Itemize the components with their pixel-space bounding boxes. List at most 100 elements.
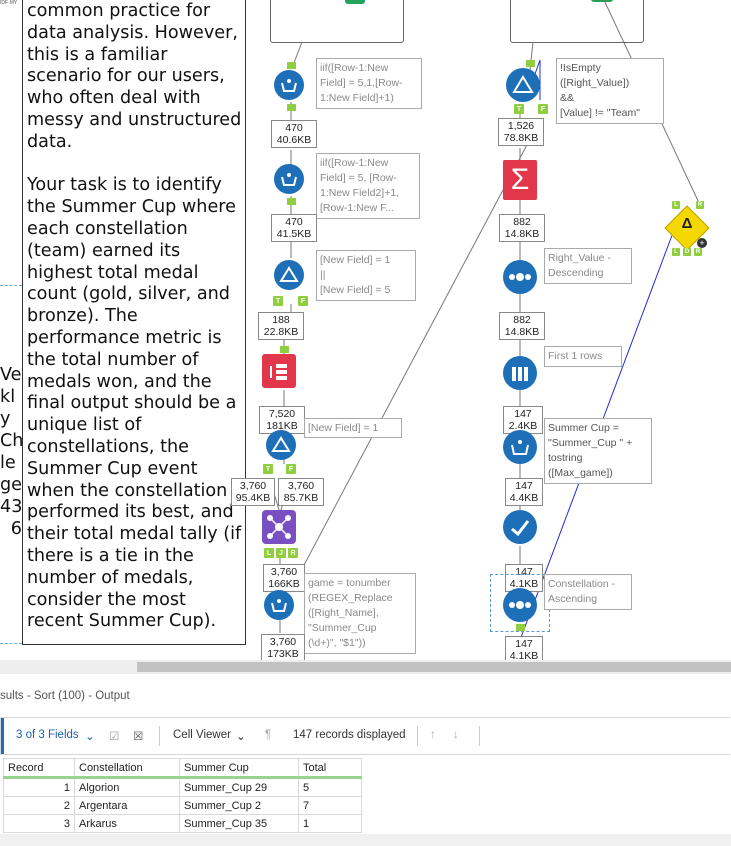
left-fragment: kl: [0, 387, 16, 407]
left-fragment: y: [0, 409, 11, 429]
column-header-total[interactable]: Total: [298, 758, 362, 779]
toolbar-separator: [479, 726, 480, 746]
formula-tool-icon[interactable]: [264, 590, 294, 620]
filter-annotation: [New Field] = 1 || [New Field] = 5: [316, 250, 416, 301]
summarize-tool-icon[interactable]: Σ: [503, 160, 537, 200]
tool-container[interactable]: [510, 0, 644, 43]
delta-icon: Δ: [681, 215, 693, 232]
left-anchor[interactable]: L: [672, 248, 680, 256]
formula-tool-icon[interactable]: [274, 70, 304, 100]
transpose-tool-icon[interactable]: [262, 354, 296, 388]
join-anchor[interactable]: J: [276, 548, 286, 558]
false-anchor[interactable]: F: [286, 464, 296, 474]
left-fragment: ge: [0, 475, 22, 495]
toolbar-separator: [159, 726, 160, 746]
tool-container[interactable]: [270, 0, 404, 43]
right-anchor[interactable]: R: [694, 248, 702, 256]
output-anchor[interactable]: [287, 104, 296, 111]
cell-total[interactable]: 7: [298, 796, 362, 815]
d-anchor[interactable]: D: [683, 248, 691, 256]
column-header-summer-cup[interactable]: Summer Cup: [179, 758, 299, 779]
left-anchor[interactable]: L: [672, 201, 680, 209]
false-anchor[interactable]: F: [538, 104, 548, 114]
true-anchor[interactable]: T: [273, 296, 283, 306]
formula-tool-icon[interactable]: [503, 430, 537, 464]
table-row[interactable]: 2 Argentara Summer_Cup 2 7: [3, 796, 362, 815]
column-header-constellation[interactable]: Constellation: [74, 758, 180, 779]
output-anchor[interactable]: [287, 198, 296, 205]
sort-tool-icon[interactable]: [503, 588, 537, 622]
left-anchor[interactable]: L: [264, 548, 274, 558]
chevron-down-icon[interactable]: ⌄: [85, 731, 95, 743]
row-number: 2: [3, 796, 75, 815]
results-panel: sults - Sort (100) - Output 3 of 3 Field…: [0, 674, 731, 846]
horizontal-scrollbar[interactable]: [0, 660, 731, 674]
formula-annotation: iif([Row-1:New Field] = 5, [Row- 1:New F…: [316, 153, 420, 219]
input-anchor[interactable]: [280, 346, 289, 353]
column-header-record[interactable]: Record: [3, 758, 75, 779]
arrow-down-icon[interactable]: ↓: [453, 729, 459, 741]
close-box-icon[interactable]: ☒: [133, 731, 144, 743]
cell-total[interactable]: 1: [298, 814, 362, 833]
sort-tool-icon[interactable]: [503, 260, 537, 294]
toolbar-separator: [417, 726, 418, 746]
cell-summer-cup[interactable]: Summer_Cup 35: [179, 814, 299, 833]
filter-tool-icon[interactable]: [266, 430, 296, 460]
table-row[interactable]: 1 Algorion Summer_Cup 29 5: [3, 777, 362, 797]
formula-annotation: game = tonumber (REGEX_Replace ([Right_N…: [304, 573, 416, 654]
fields-dropdown[interactable]: 3 of 3 Fields: [16, 729, 79, 741]
note-text: data analysis. However, this is a famili…: [27, 22, 242, 152]
results-scrollbar[interactable]: [0, 834, 731, 846]
add-icon[interactable]: +: [697, 238, 707, 248]
table-row[interactable]: 3 Arkarus Summer_Cup 35 1: [3, 814, 362, 833]
cell-constellation[interactable]: Argentara: [74, 796, 180, 815]
pilcrow-icon[interactable]: ¶: [265, 729, 272, 741]
results-title: sults - Sort (100) - Output: [0, 690, 130, 702]
cell-constellation[interactable]: Algorion: [74, 777, 180, 797]
filter-tool-icon[interactable]: [506, 68, 540, 102]
workflow-canvas[interactable]: IDF·MY Ve kl y Ch le ge 43 6 common prac…: [0, 0, 731, 660]
right-anchor[interactable]: R: [696, 201, 704, 209]
input-anchor[interactable]: [526, 60, 535, 67]
false-anchor[interactable]: F: [298, 296, 308, 306]
output-anchor[interactable]: [516, 624, 525, 631]
cell-summer-cup[interactable]: Summer_Cup 29: [179, 777, 299, 797]
true-anchor[interactable]: T: [263, 464, 273, 474]
corner-logo: IDF·MY: [0, 0, 18, 6]
cell-constellation[interactable]: Arkarus: [74, 814, 180, 833]
toolbar-accent: [1, 718, 4, 754]
row-number: 3: [3, 814, 75, 833]
results-table: Record Constellation Summer Cup Total 1 …: [3, 758, 362, 833]
left-fragment: Ch: [0, 431, 22, 451]
arrow-up-icon[interactable]: ↑: [430, 729, 436, 741]
left-fragment: 43: [0, 497, 22, 517]
select-tool-icon[interactable]: [503, 510, 537, 544]
input-anchor[interactable]: [287, 62, 296, 69]
scrollbar-thumb[interactable]: [137, 662, 731, 672]
filter-tool-icon[interactable]: [274, 260, 304, 290]
container-edge: [0, 285, 22, 286]
filter-annotation: [New Field] = 1: [304, 418, 402, 438]
cell-total[interactable]: 5: [298, 777, 362, 797]
filter-annotation: !IsEmpty ([Right_Value]) && [Value] != "…: [556, 58, 664, 124]
join-tool-icon[interactable]: [262, 510, 296, 544]
formula-tool-icon[interactable]: [274, 164, 304, 194]
cell-summer-cup[interactable]: Summer_Cup 2: [179, 796, 299, 815]
true-anchor[interactable]: T: [514, 104, 524, 114]
sample-tool-icon[interactable]: [503, 356, 537, 390]
cell-viewer-dropdown[interactable]: Cell Viewer: [173, 729, 231, 741]
right-anchor[interactable]: R: [288, 548, 298, 558]
chevron-down-icon[interactable]: ⌄: [236, 731, 246, 743]
check-icon[interactable]: ☑: [109, 731, 120, 743]
sort-annotation: Constellation - Ascending: [544, 574, 632, 610]
tool-icon: [345, 0, 365, 4]
